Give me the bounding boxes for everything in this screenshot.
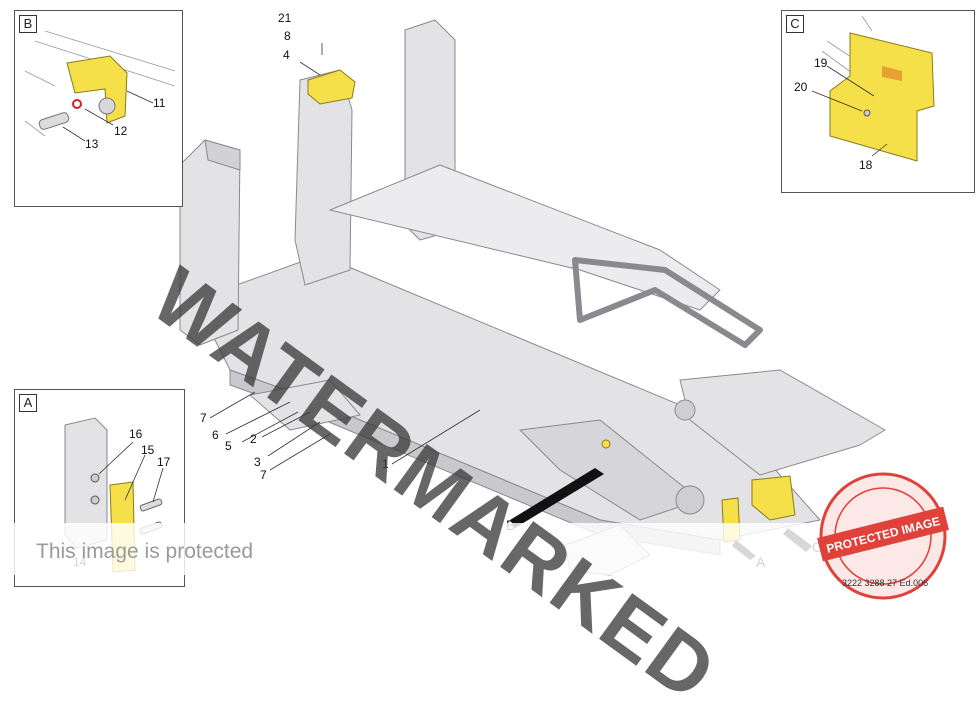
callout-19: 19 bbox=[814, 56, 828, 70]
inset-b-label: B bbox=[19, 15, 37, 33]
callout-18: 18 bbox=[859, 158, 873, 172]
inset-b-drawing bbox=[24, 30, 176, 142]
callout-13: 13 bbox=[85, 137, 99, 151]
inset-c-label: C bbox=[786, 15, 804, 33]
inset-b: B 11 12 13 bbox=[14, 10, 183, 207]
left-upright-face bbox=[204, 139, 241, 171]
callout-7-bottom: 7 bbox=[260, 468, 267, 482]
protected-image-stamp: PROTECTED IMAGE bbox=[817, 472, 949, 600]
rear-frame bbox=[329, 164, 721, 311]
callout-7-top: 7 bbox=[200, 411, 207, 425]
callout-3: 3 bbox=[254, 455, 261, 469]
right-plate bbox=[679, 369, 886, 476]
inset-a-label: A bbox=[19, 394, 37, 412]
document-code: 3222 3288 27 Ed.006 bbox=[842, 578, 929, 588]
callout-21: 21 bbox=[278, 11, 292, 25]
callout-5: 5 bbox=[225, 439, 232, 453]
callout-8: 8 bbox=[284, 29, 291, 43]
inset-c-drawing bbox=[811, 15, 935, 162]
protection-overlay bbox=[0, 523, 978, 575]
right-rect-frame bbox=[572, 257, 763, 348]
frame-drawing bbox=[179, 19, 886, 576]
center-mechanism bbox=[519, 419, 701, 521]
highlight-bolt bbox=[601, 439, 611, 449]
front-plate bbox=[249, 379, 361, 431]
callout-6: 6 bbox=[212, 428, 219, 442]
callout-17: 17 bbox=[157, 455, 171, 469]
callout-4: 4 bbox=[283, 48, 290, 62]
parts-diagram: 21 8 4 7 6 5 2 3 7 1 B A C B bbox=[0, 10, 978, 720]
callout-20: 20 bbox=[794, 80, 808, 94]
callout-1: 1 bbox=[382, 457, 389, 471]
view-arrow-b bbox=[510, 468, 604, 528]
callout-16: 16 bbox=[129, 427, 143, 441]
inset-c: C 19 20 18 bbox=[781, 10, 975, 193]
highlight-part-4 bbox=[307, 69, 356, 105]
callout-11: 11 bbox=[153, 96, 166, 110]
highlight-part-c bbox=[751, 475, 796, 521]
callout-12: 12 bbox=[114, 124, 128, 138]
protected-notice: This image is protected bbox=[36, 540, 254, 563]
callout-2: 2 bbox=[250, 432, 257, 446]
callout-15: 15 bbox=[141, 443, 155, 457]
